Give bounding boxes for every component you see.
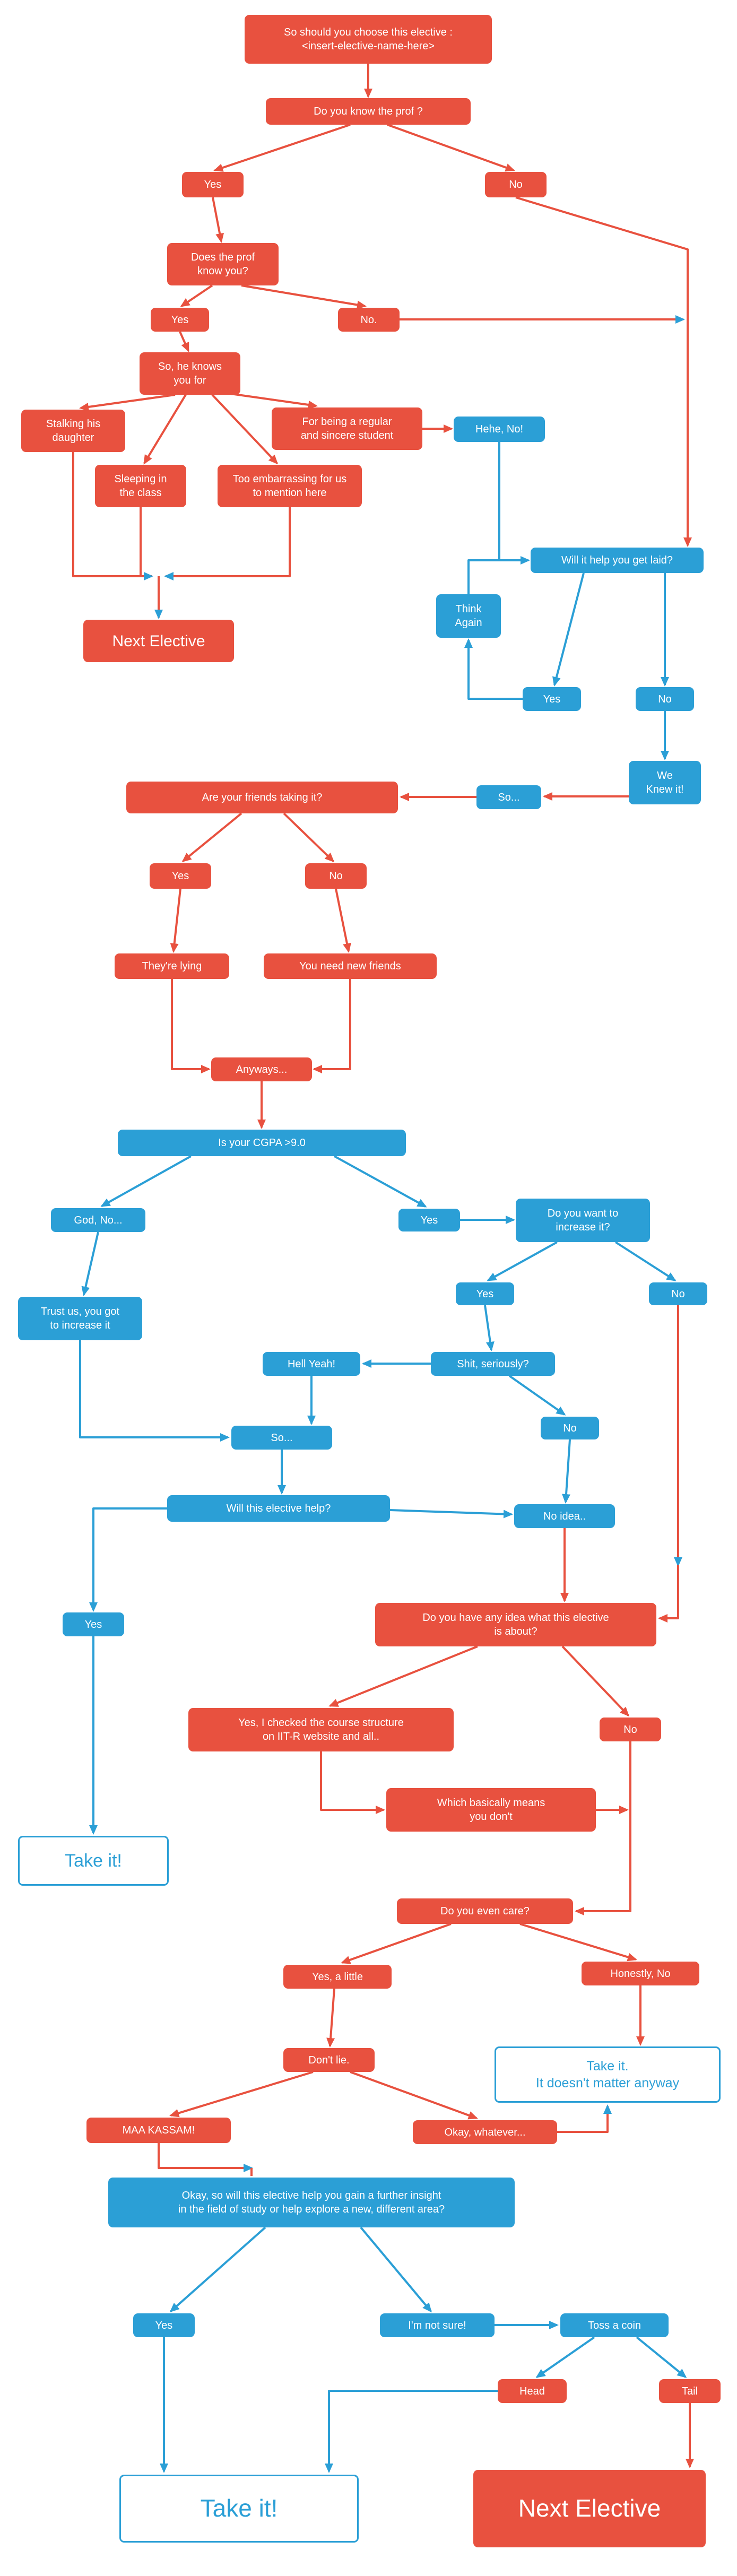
node-need-new-friends: You need new friends [264, 953, 437, 979]
node-will-this-elective-help: Will this elective help? [167, 1495, 390, 1522]
node-increase-no: No [649, 1282, 707, 1305]
node-shit-seriously: Shit, seriously? [431, 1352, 555, 1376]
node-friends-taking-it: Are your friends taking it? [126, 782, 398, 813]
node-head: Head [498, 2379, 567, 2403]
node-hehe-no: Hehe, No! [454, 417, 545, 442]
node-elective-help-yes: Yes [63, 1612, 124, 1636]
node-know-prof-yes: Yes [182, 172, 244, 197]
node-trust-us-increase-it: Trust us, you got to increase it [18, 1297, 142, 1340]
node-will-it-help-you-get-laid: Will it help you get laid? [531, 548, 704, 573]
node-do-you-even-care: Do you even care? [397, 1898, 573, 1924]
node-checked-course-structure: Yes, I checked the course structure on I… [188, 1708, 454, 1751]
node-he-knows-you-for: So, he knows you for [140, 352, 240, 395]
node-get-laid-yes: Yes [523, 687, 581, 711]
node-get-laid-no: No [636, 687, 694, 711]
node-increase-yes: Yes [456, 1282, 514, 1305]
node-friends-no: No [305, 863, 367, 889]
node-no-idea: No idea.. [514, 1504, 615, 1528]
node-further-insight-question: Okay, so will this elective help you gai… [108, 2178, 515, 2227]
node-basically-means-you-dont: Which basically means you don't [386, 1788, 596, 1832]
node-cgpa-question: Is your CGPA >9.0 [118, 1130, 406, 1156]
node-next-elective-final: Next Elective [473, 2470, 706, 2547]
node-tail: Tail [659, 2379, 721, 2403]
node-so-1: So... [476, 785, 541, 809]
node-cgpa-yes: Yes [398, 1209, 460, 1231]
node-okay-whatever: Okay, whatever... [413, 2120, 557, 2144]
node-stalking-his-daughter: Stalking his daughter [21, 410, 125, 452]
node-next-elective-upper: Next Elective [83, 620, 234, 662]
node-we-knew-it: We Knew it! [629, 761, 701, 804]
node-sleeping-in-class: Sleeping in the class [95, 465, 186, 507]
node-do-you-know-the-prof: Do you know the prof ? [266, 98, 471, 125]
node-maa-kassam: MAA KASSAM! [86, 2118, 231, 2143]
node-prof-knows-no: No. [338, 308, 400, 332]
node-insight-yes: Yes [133, 2313, 195, 2337]
node-honestly-no: Honestly, No [582, 1962, 699, 1985]
node-regular-sincere-student: For being a regular and sincere student [272, 407, 422, 450]
node-take-it-mid: Take it! [18, 1836, 169, 1886]
node-think-again: Think Again [436, 594, 501, 638]
node-prof-knows-yes: Yes [151, 308, 209, 332]
node-too-embarrassing: Too embarrassing for us to mention here [218, 465, 362, 507]
node-seriously-no: No [541, 1417, 599, 1439]
node-want-to-increase-it: Do you want to increase it? [516, 1199, 650, 1242]
node-any-idea-about-elective: Do you have any idea what this elective … [375, 1603, 656, 1646]
node-title: So should you choose this elective : <in… [245, 15, 492, 64]
node-does-prof-know-you: Does the prof know you? [167, 243, 279, 285]
node-take-it-doesnt-matter: Take it. It doesn't matter anyway [495, 2046, 721, 2103]
node-anyways: Anyways... [211, 1057, 312, 1081]
node-im-not-sure: I'm not sure! [380, 2313, 495, 2337]
node-friends-yes: Yes [150, 863, 211, 889]
node-yes-a-little: Yes, a little [283, 1965, 392, 1989]
node-god-no: God, No... [51, 1208, 145, 1232]
node-toss-a-coin: Toss a coin [560, 2313, 669, 2337]
node-take-it-final: Take it! [119, 2475, 359, 2543]
node-dont-lie: Don't lie. [283, 2048, 375, 2072]
node-hell-yeah: Hell Yeah! [263, 1352, 360, 1376]
node-theyre-lying: They're lying [115, 953, 229, 979]
node-any-idea-no: No [600, 1718, 661, 1741]
node-so-2: So... [231, 1426, 332, 1450]
node-know-prof-no: No [485, 172, 547, 197]
